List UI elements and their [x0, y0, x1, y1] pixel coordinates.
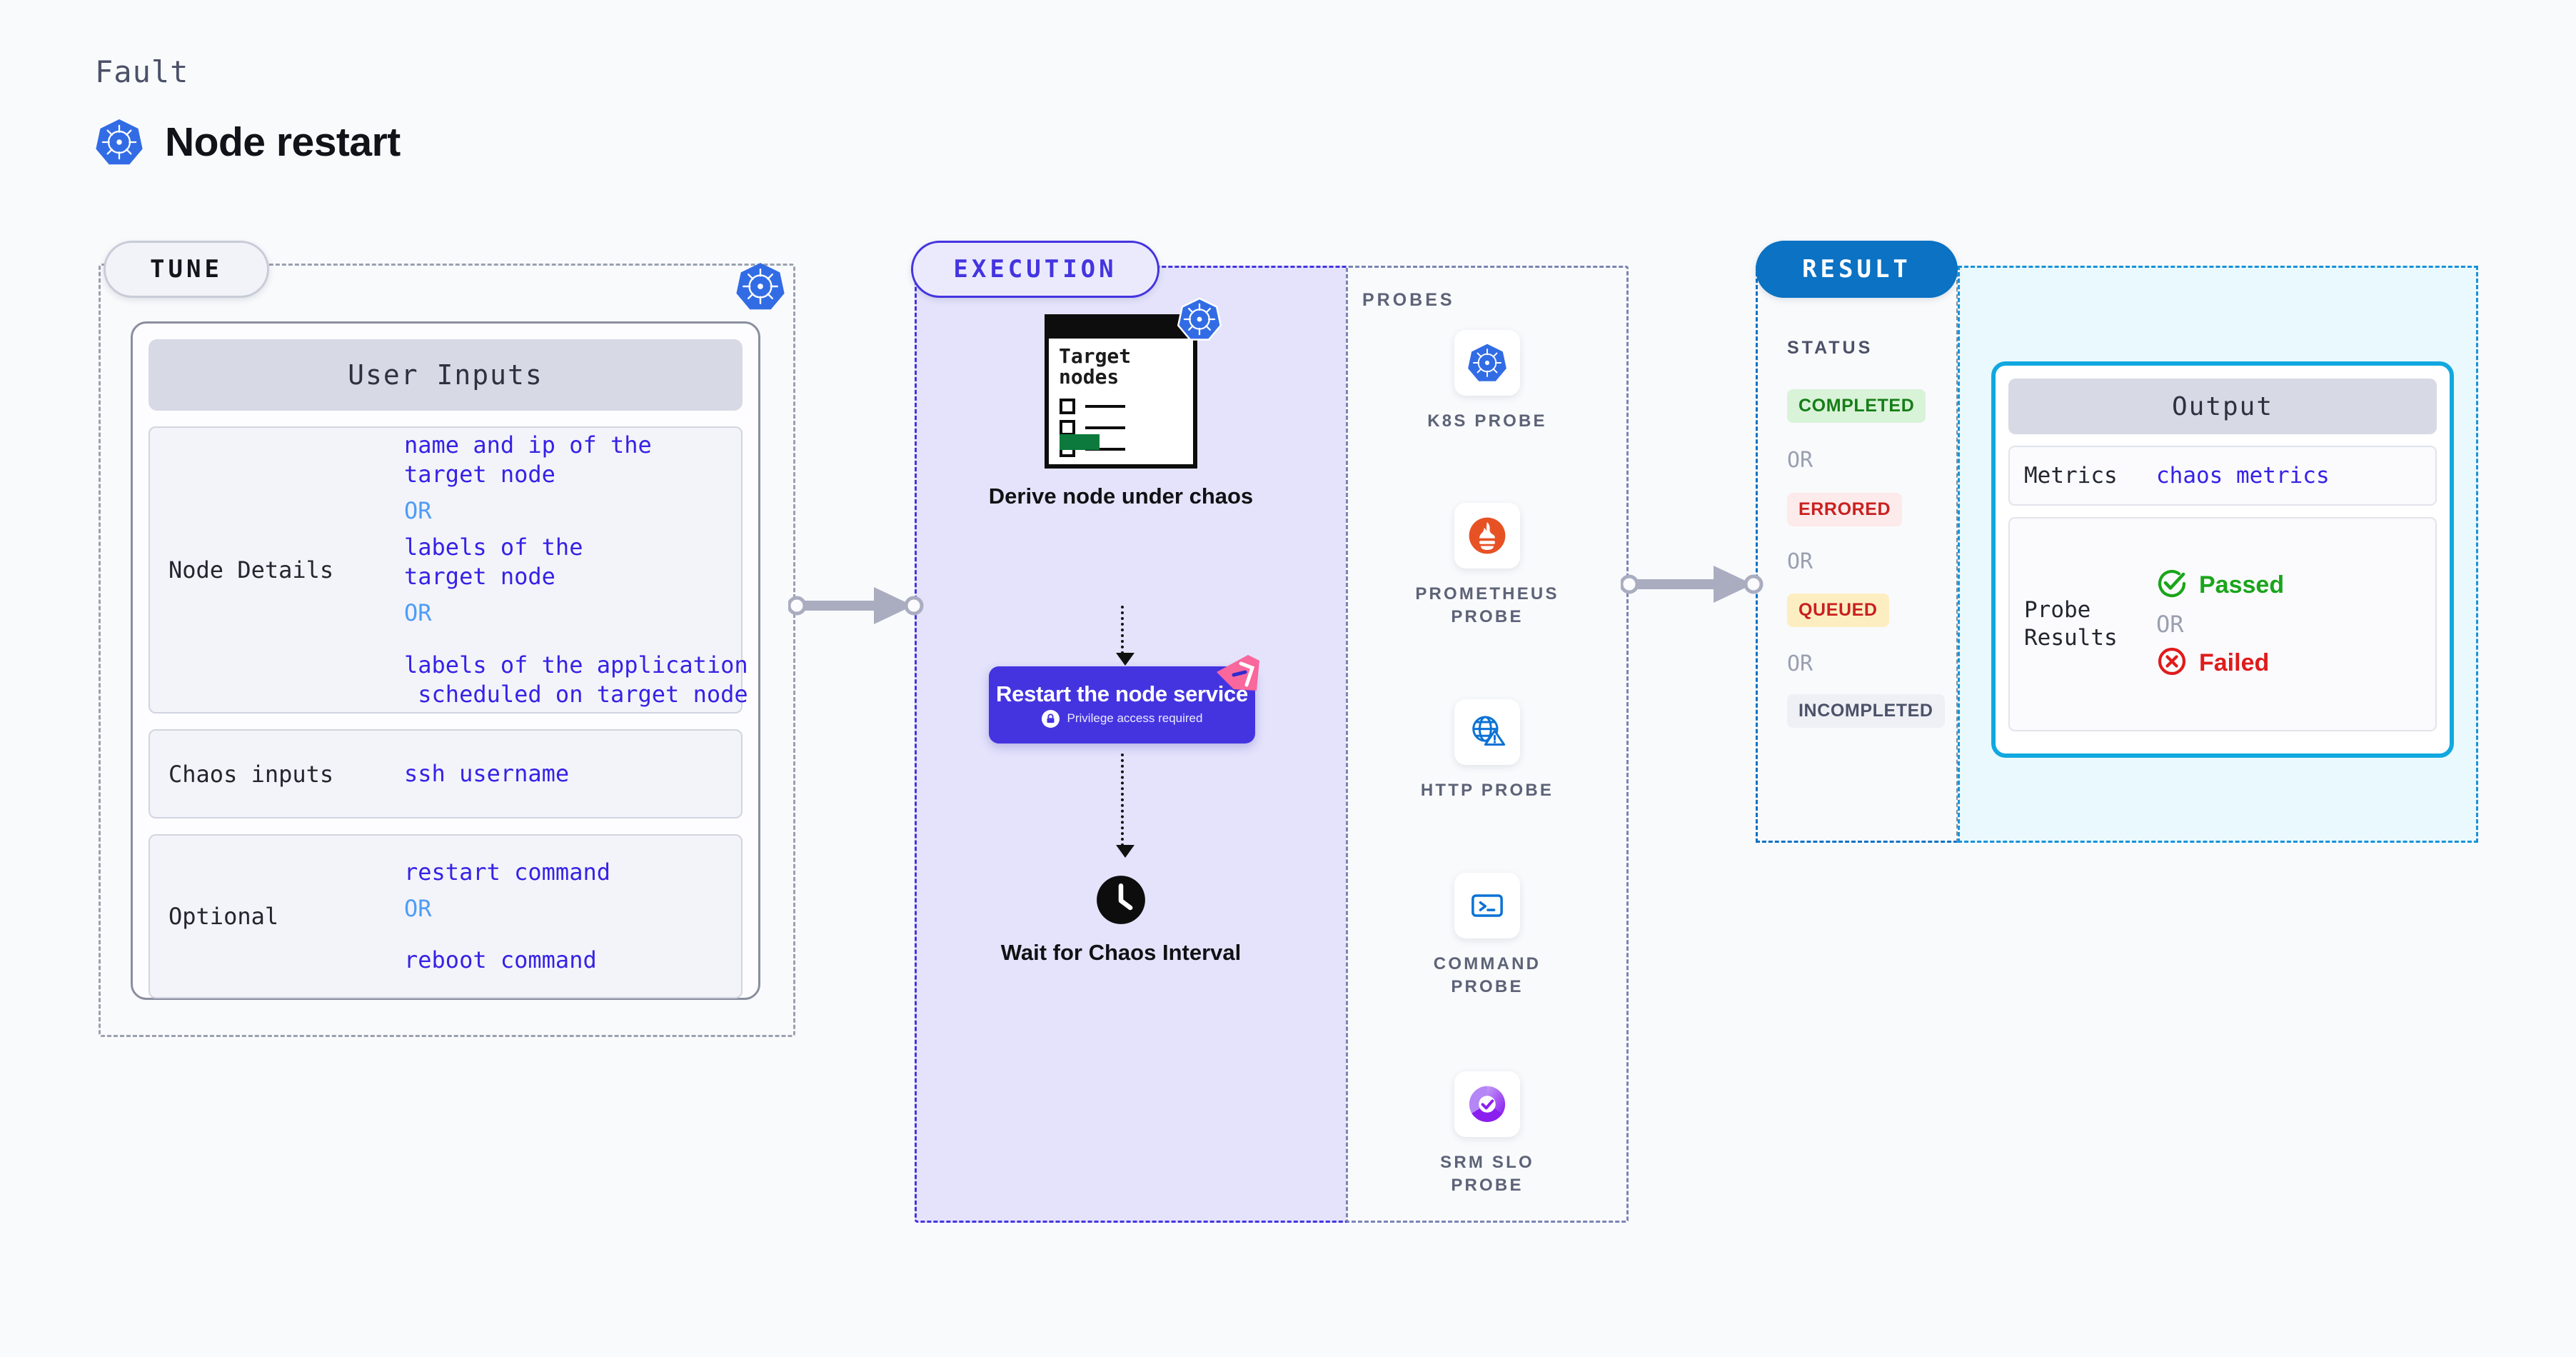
- target-nodes-doc-icon: Target nodes: [1045, 297, 1222, 469]
- probe-label: SRM SLO PROBE: [1440, 1153, 1534, 1196]
- page-title-row: Node restart: [95, 118, 401, 166]
- probes-section-label: PROBES: [1362, 290, 1455, 310]
- probe-verdicts: Passed OR Failed: [2156, 568, 2284, 681]
- verdict-failed: Failed: [2156, 646, 2284, 681]
- input-row-node-details: Node Details name and ip of the target n…: [149, 426, 748, 713]
- lock-icon: [1041, 709, 1060, 728]
- metrics-value: chaos metrics: [2156, 463, 2330, 489]
- status-or-1: OR: [1787, 448, 1813, 473]
- probe-prometheus[interactable]: PROMETHEUS PROBE: [1402, 503, 1573, 629]
- connector-tune-to-execution: [788, 587, 924, 624]
- status-badge-incompleted: INCOMPLETED: [1787, 694, 1945, 728]
- prometheus-icon: [1454, 503, 1520, 569]
- passed-label: Passed: [2199, 571, 2285, 599]
- fault-label: Fault: [95, 54, 189, 89]
- input-value: labels of the application scheduled on t…: [404, 651, 748, 708]
- or-separator: OR: [404, 599, 432, 626]
- output-card: Output Metrics chaos metrics Probe Resul…: [1991, 361, 2454, 758]
- user-inputs-title: User Inputs: [149, 339, 743, 411]
- probe-srm-slo[interactable]: SRM SLO PROBE: [1402, 1071, 1573, 1198]
- doc-title: Target nodes: [1059, 344, 1132, 389]
- probe-http[interactable]: HTTP PROBE: [1402, 699, 1573, 802]
- restart-title: Restart the node service: [996, 681, 1248, 707]
- tune-stage-pill[interactable]: TUNE: [104, 241, 269, 298]
- input-value: ssh username: [404, 760, 570, 788]
- wait-caption: Wait for Chaos Interval: [1000, 940, 1242, 965]
- user-inputs-card: User Inputs Node Details name and ip of …: [131, 321, 760, 1000]
- kubernetes-icon: [735, 261, 785, 311]
- execution-stage-pill[interactable]: EXECUTION: [911, 241, 1159, 298]
- probe-label: K8S PROBE: [1427, 411, 1547, 431]
- status-section-label: STATUS: [1787, 338, 1873, 358]
- or-separator: OR: [404, 497, 432, 525]
- input-values: ssh username: [404, 759, 569, 788]
- input-value: reboot command: [404, 946, 597, 974]
- x-circle-icon: [2156, 646, 2188, 681]
- status-badge-completed: COMPLETED: [1787, 389, 1926, 423]
- input-key: Optional: [168, 903, 279, 930]
- derive-node-caption: Derive node under chaos: [988, 484, 1254, 509]
- privilege-notice: Privilege access required: [1041, 709, 1203, 728]
- probe-k8s[interactable]: K8S PROBE: [1402, 330, 1573, 433]
- derive-node-step: Target nodes Derive node under chaos: [985, 297, 1257, 509]
- output-title: Output: [2008, 379, 2437, 434]
- globe-warning-icon: [1454, 699, 1520, 765]
- flow-arrow-restart-to-wait: [1116, 753, 1134, 858]
- status-or-2: OR: [1787, 549, 1813, 574]
- kubernetes-icon: [95, 118, 144, 166]
- probe-label: COMMAND PROBE: [1433, 954, 1541, 997]
- probe-results-key: Probe Results: [2024, 597, 2118, 651]
- page-title: Node restart: [165, 119, 401, 165]
- input-value: restart command: [404, 858, 610, 886]
- terminal-icon: [1454, 873, 1520, 938]
- slo-donut-check-icon: [1454, 1071, 1520, 1137]
- input-row-chaos-inputs: Chaos inputs ssh username: [149, 729, 743, 818]
- probe-command[interactable]: COMMAND PROBE: [1402, 873, 1573, 999]
- input-values: restart command OR reboot command: [404, 858, 610, 976]
- input-value: name and ip of the target node: [404, 431, 652, 489]
- clock-icon: [1097, 876, 1145, 924]
- kubernetes-icon: [1454, 330, 1520, 396]
- status-badge-errored: ERRORED: [1787, 493, 1903, 526]
- restart-node-service-step[interactable]: Restart the node service Privilege acces…: [989, 655, 1259, 743]
- metrics-key: Metrics: [2024, 462, 2118, 489]
- output-row-probe-results: Probe Results Passed OR: [2008, 517, 2437, 731]
- flow-arrow-derive-to-restart: [1116, 606, 1134, 666]
- status-or-3: OR: [1787, 651, 1813, 676]
- input-row-optional: Optional restart command OR reboot comma…: [149, 834, 743, 998]
- check-circle-icon: [2156, 568, 2188, 603]
- verdict-or: OR: [2156, 610, 2184, 638]
- kubernetes-icon: [1177, 297, 1222, 341]
- probe-label: HTTP PROBE: [1420, 781, 1554, 800]
- wait-for-chaos-interval-step: Wait for Chaos Interval: [985, 875, 1257, 966]
- status-badge-queued: QUEUED: [1787, 594, 1889, 627]
- result-stage-pill[interactable]: RESULT: [1756, 241, 1958, 298]
- output-row-metrics: Metrics chaos metrics: [2008, 446, 2437, 506]
- verdict-passed: Passed: [2156, 568, 2284, 603]
- failed-label: Failed: [2199, 649, 2270, 677]
- input-value: labels of the target node: [404, 534, 583, 590]
- input-key: Chaos inputs: [168, 760, 334, 788]
- input-values: name and ip of the target node OR labels…: [404, 431, 748, 708]
- probe-label: PROMETHEUS PROBE: [1415, 584, 1559, 627]
- privilege-text: Privilege access required: [1067, 711, 1203, 726]
- input-key: Node Details: [168, 556, 334, 584]
- connector-execution-to-result: [1621, 566, 1764, 603]
- result-status-container: [1756, 266, 1958, 843]
- or-separator: OR: [404, 894, 432, 922]
